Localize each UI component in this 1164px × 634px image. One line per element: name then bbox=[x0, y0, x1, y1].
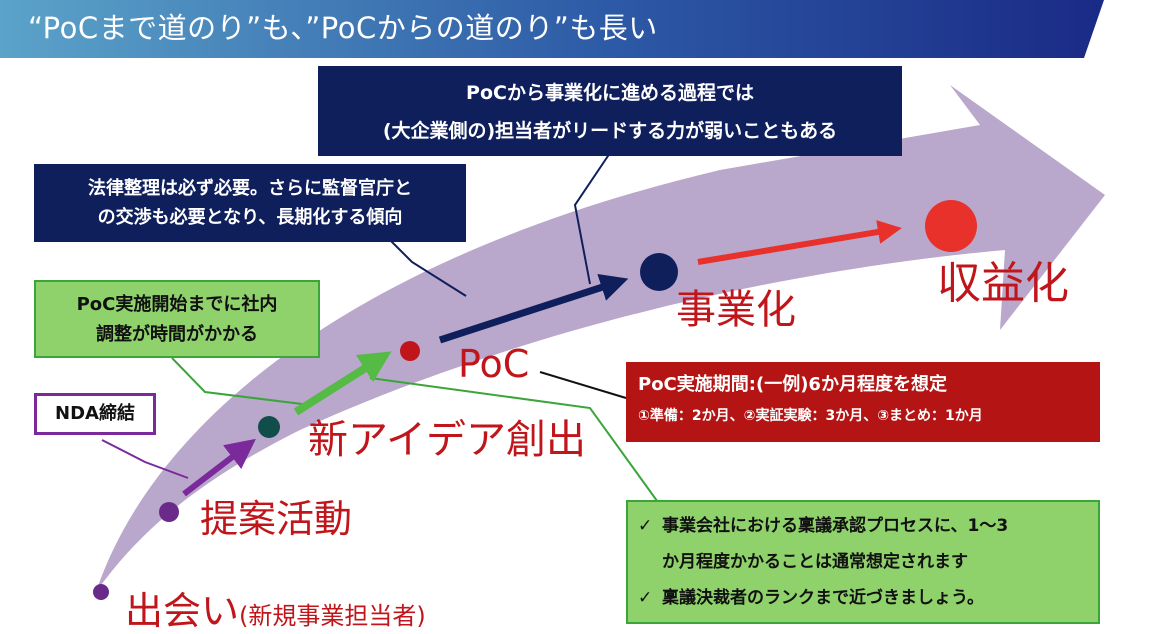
stage-revenue: 収益化 bbox=[937, 258, 1069, 309]
callout-nda: NDA締結 bbox=[34, 393, 156, 435]
dot-proposal bbox=[159, 502, 179, 522]
check-icon: ✓ bbox=[638, 588, 653, 608]
connector-legal bbox=[389, 239, 467, 297]
check-icon: ✓ bbox=[638, 516, 653, 536]
stage-proposal: 提案活動 bbox=[200, 497, 353, 541]
arrow-poc-to-business bbox=[438, 274, 629, 344]
callout-poc-period-detail: ①準備：2か月、②実証実験：3か月、③まとめ：1か月 bbox=[638, 408, 983, 424]
header-bar: “PoCまで道のり”も、”PoCからの道のり”も長い bbox=[0, 0, 1164, 58]
connector-poc-period bbox=[539, 371, 627, 399]
arrow-business-to-revenue bbox=[697, 220, 902, 265]
dot-revenue bbox=[925, 200, 977, 252]
stage-idea: 新アイデア創出 bbox=[308, 417, 586, 463]
stage-meet-label: 出会い bbox=[125, 589, 240, 633]
dot-business bbox=[640, 253, 678, 291]
stage-meet: 出会い(新規事業担当者) bbox=[125, 592, 426, 630]
callout-internal-line2: 調整が時間がかかる bbox=[96, 324, 258, 345]
stage-meet-sub: (新規事業担当者) bbox=[239, 602, 426, 630]
approval-line1: 事業会社における稟議承認プロセスに、1～3 bbox=[662, 516, 1009, 536]
callout-poc-period: PoC実施期間:(一例)6か月程度を想定 ①準備：2か月、②実証実験：3か月、③… bbox=[626, 362, 1100, 442]
callout-internal-line1: PoC実施開始までに社内 bbox=[76, 294, 278, 315]
connector-approval bbox=[369, 377, 661, 506]
callout-internal: PoC実施開始までに社内 調整が時間がかかる bbox=[34, 280, 320, 358]
approval-item-1: ✓ 事業会社における稟議承認プロセスに、1～3 か月程度かかることは通常想定され… bbox=[638, 508, 1088, 580]
arrow-idea-to-poc bbox=[293, 351, 392, 416]
callout-poc-period-title: PoC実施期間:(一例)6か月程度を想定 bbox=[638, 374, 947, 395]
callout-legal-line1: 法律整理は必ず必要。さらに監督官庁と bbox=[88, 178, 412, 199]
connector-nda bbox=[101, 439, 189, 479]
approval-item-1-text: 事業会社における稟議承認プロセスに、1～3 か月程度かかることは通常想定されます bbox=[662, 508, 1008, 580]
approval-line3: 稟議決裁者のランクまで近づきましょう。 bbox=[662, 588, 984, 608]
approval-line2: か月程度かかることは通常想定されます bbox=[662, 552, 968, 572]
stage-business: 事業化 bbox=[676, 287, 796, 333]
callout-top-line1: PoCから事業化に進める過程では bbox=[466, 82, 754, 104]
callout-nda-label: NDA締結 bbox=[55, 403, 135, 424]
connector-internal bbox=[171, 357, 303, 405]
callout-top-line2: (大企業側の)担当者がリードする力が弱いこともある bbox=[382, 120, 838, 142]
big-curved-arrow bbox=[96, 85, 1105, 592]
header-background bbox=[0, 0, 1104, 58]
callout-legal-line2: の交渉も必要となり、長期化する傾向 bbox=[97, 207, 403, 228]
stage-poc: PoC bbox=[458, 342, 530, 386]
approval-item-2: ✓ 稟議決裁者のランクまで近づきましょう。 bbox=[638, 580, 1088, 616]
connector-top bbox=[573, 149, 613, 285]
page-title: “PoCまで道のり”も、”PoCからの道のり”も長い bbox=[28, 11, 658, 45]
callout-approval: ✓ 事業会社における稟議承認プロセスに、1～3 か月程度かかることは通常想定され… bbox=[626, 500, 1100, 624]
dot-poc bbox=[400, 341, 420, 361]
dot-meet bbox=[93, 584, 109, 600]
arrow-proposal-to-idea bbox=[182, 438, 256, 497]
callout-top: PoCから事業化に進める過程では (大企業側の)担当者がリードする力が弱いことも… bbox=[318, 66, 902, 156]
dot-idea bbox=[258, 416, 280, 438]
callout-legal: 法律整理は必ず必要。さらに監督官庁と の交渉も必要となり、長期化する傾向 bbox=[34, 164, 466, 242]
